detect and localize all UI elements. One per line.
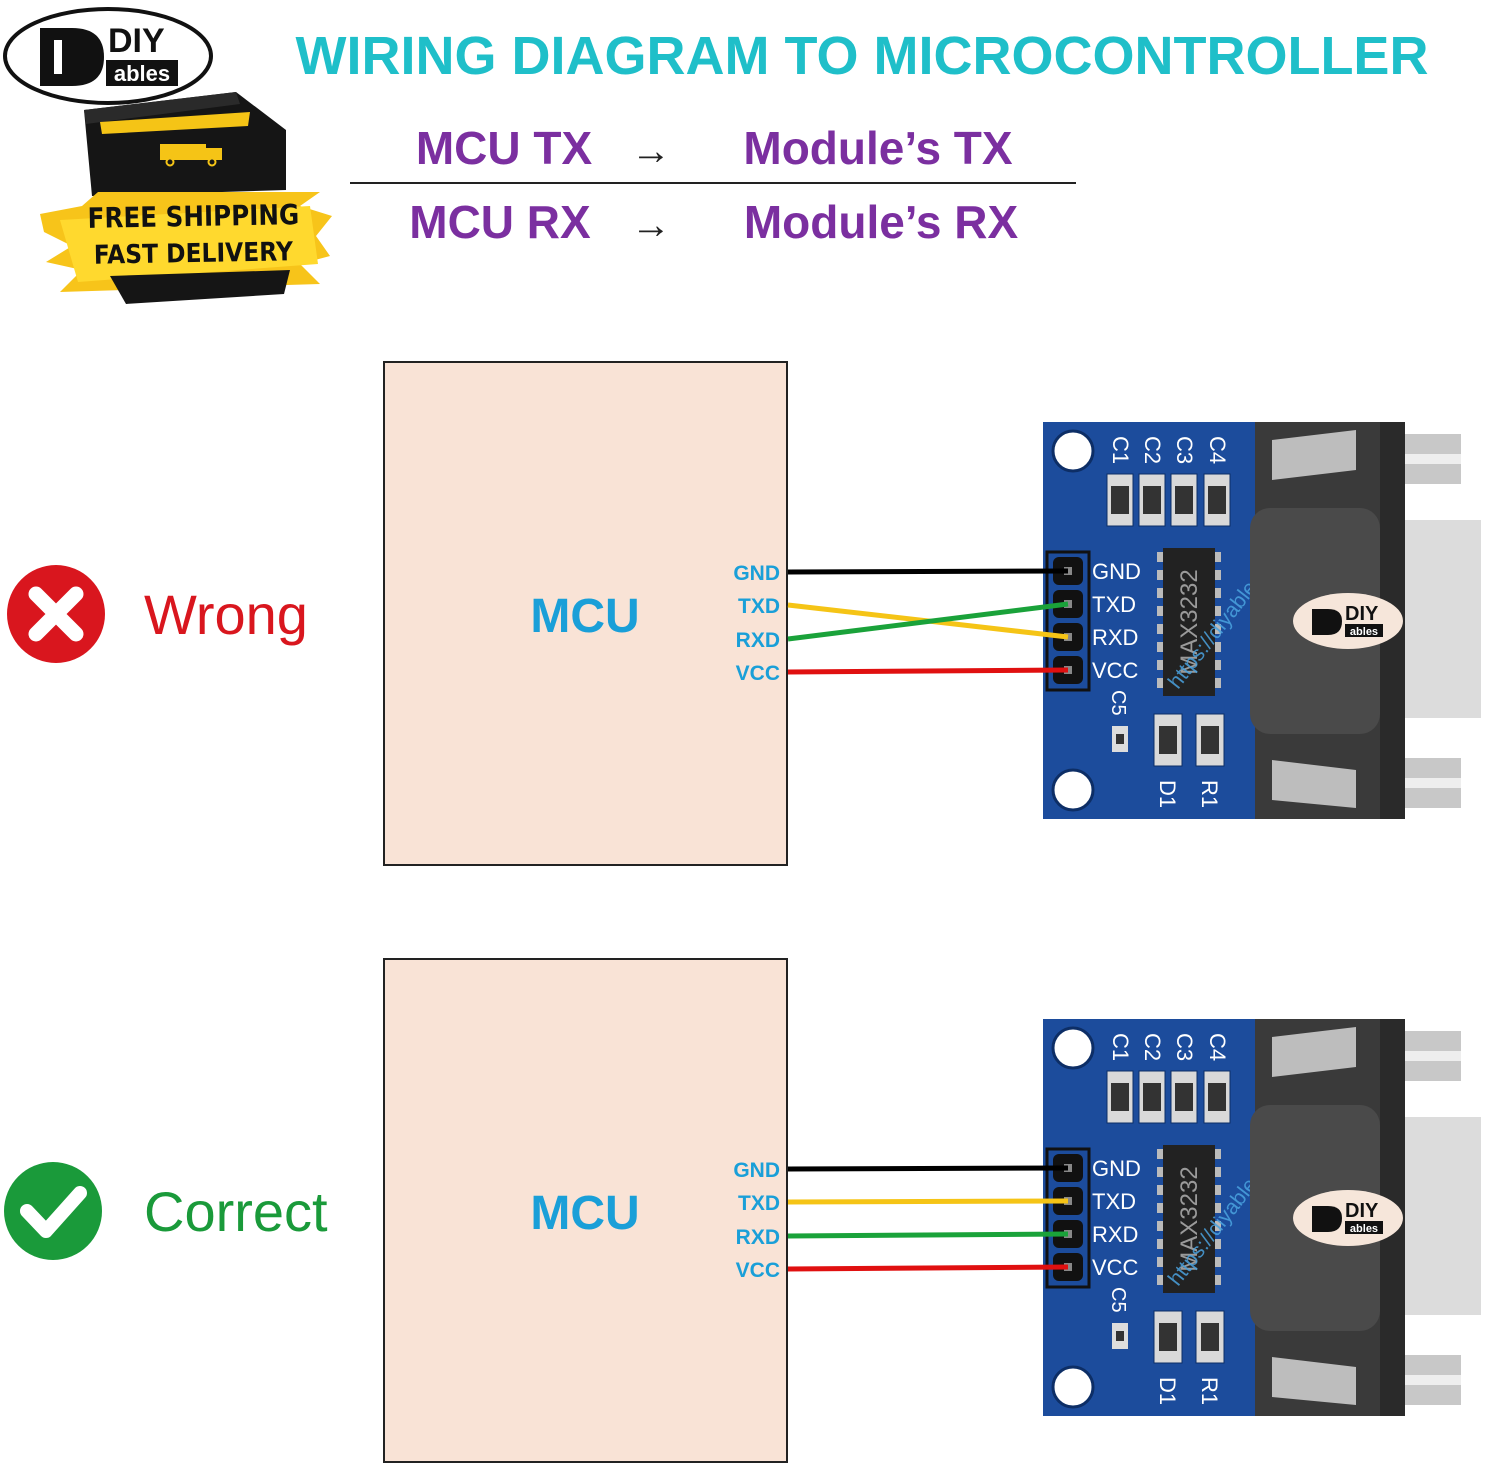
cap-label: C3 <box>1172 436 1197 464</box>
header-pin-label: RXD <box>1092 625 1138 650</box>
header-pin-label: GND <box>1092 1156 1141 1181</box>
mounting-hole <box>1051 1365 1095 1409</box>
header-pin-label: TXD <box>1092 592 1136 617</box>
badge-line1: FREE SHIPPING <box>87 200 299 236</box>
header-pin-label: GND <box>1092 559 1141 584</box>
mcu-pin-label: TXD <box>738 595 780 618</box>
pin-header <box>1045 550 1091 692</box>
mcu-pin-label: VCC <box>736 662 780 685</box>
cap-label: C2 <box>1140 1033 1165 1061</box>
mcu-pin-label: TXD <box>738 1192 780 1215</box>
d1-label: D1 <box>1155 1377 1180 1405</box>
mounting-hole <box>1051 429 1095 473</box>
mcu-pin-label: VCC <box>736 1259 780 1282</box>
check-circle-icon <box>4 1162 102 1260</box>
badge-line2: FAST DELIVERY <box>94 236 295 270</box>
wires <box>787 1165 1069 1272</box>
rule-rx-left: MCU RX <box>409 196 591 248</box>
module-logo-bottom: ables <box>1350 626 1378 638</box>
header-pin-label: VCC <box>1092 658 1139 683</box>
chip <box>1163 1145 1215 1293</box>
header-pin-label: RXD <box>1092 1222 1138 1247</box>
rule-rx-right: Module’s RX <box>744 196 1019 248</box>
cap-label: C4 <box>1205 1033 1230 1061</box>
d1-label: D1 <box>1155 780 1180 808</box>
mcu-box <box>383 361 788 866</box>
wire-vcc <box>787 667 1069 675</box>
shipping-badge: FREE SHIPPING FAST DELIVERY <box>40 92 332 304</box>
wire-gnd <box>787 568 1069 575</box>
rule-table: MCU TX → Module’s TX MCU RX → Module’s R… <box>350 122 1076 248</box>
c5-label: C5 <box>1107 690 1129 716</box>
module-logo-bottom: ables <box>1350 1223 1378 1235</box>
cap-label: C4 <box>1205 436 1230 464</box>
cap-label: C1 <box>1108 436 1133 464</box>
header-pin-label: TXD <box>1092 1189 1136 1214</box>
mcu-pin-label: RXD <box>736 629 780 652</box>
chip <box>1163 548 1215 696</box>
mcu-label: MCU <box>530 1187 639 1240</box>
chip-label: MAX3232 <box>1176 1166 1203 1271</box>
logo-text-top: DIY <box>108 22 165 60</box>
rule-rx-arrow: → <box>631 203 671 247</box>
wire-vcc <box>787 1264 1069 1272</box>
c5-label: C5 <box>1107 1287 1129 1313</box>
mounting-hole <box>1051 768 1095 812</box>
x-circle-icon <box>7 565 105 663</box>
wire-gnd <box>787 1165 1069 1172</box>
mcu-pin-label: GND <box>733 562 780 585</box>
wire-rxd <box>787 601 1069 642</box>
wires <box>787 568 1069 675</box>
delivery-truck-icon <box>160 144 222 167</box>
mounting-hole <box>1051 1026 1095 1070</box>
brand-logo: DIY ables <box>3 7 213 105</box>
pin-header <box>1045 1147 1091 1289</box>
mcu-box <box>383 958 788 1463</box>
chip-label: MAX3232 <box>1176 569 1203 674</box>
status-label: Wrong <box>144 583 308 646</box>
cap-label: C1 <box>1108 1033 1133 1061</box>
mcu-pin-label: GND <box>733 1159 780 1182</box>
cap-label: C3 <box>1172 1033 1197 1061</box>
module-logo-top: DIY <box>1345 603 1379 625</box>
r1-label: R1 <box>1197 780 1222 808</box>
rule-tx-right: Module’s TX <box>743 122 1013 174</box>
rule-tx-left: MCU TX <box>416 122 593 174</box>
cap-label: C2 <box>1140 436 1165 464</box>
page-title: WIRING DIAGRAM TO MICROCONTROLLER <box>296 26 1429 86</box>
rule-tx-arrow: → <box>631 129 671 173</box>
module-logo-top: DIY <box>1345 1200 1379 1222</box>
header-pin-label: VCC <box>1092 1255 1139 1280</box>
r1-label: R1 <box>1197 1377 1222 1405</box>
wire-txd <box>787 1198 1069 1205</box>
wire-rxd <box>787 1231 1069 1239</box>
status-label: Correct <box>144 1180 328 1243</box>
mcu-label: MCU <box>530 590 639 643</box>
logo-text-bottom: ables <box>114 61 170 86</box>
mcu-pin-label: RXD <box>736 1226 780 1249</box>
